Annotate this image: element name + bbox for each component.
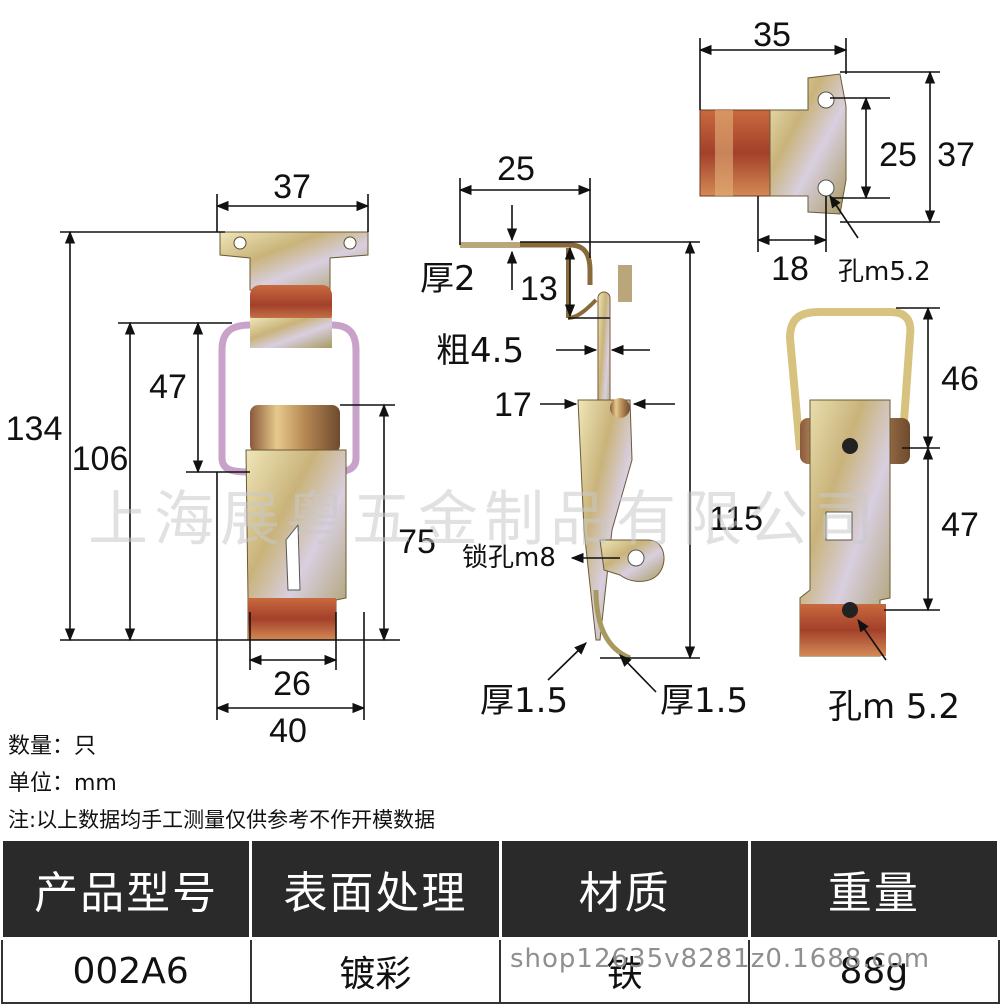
header-model: 产品型号 <box>0 838 253 940</box>
dim-front-75: 75 <box>398 523 436 561</box>
dim-front-37: 37 <box>273 168 311 206</box>
dim-front-40: 40 <box>269 712 307 750</box>
dim-side-thick-4-5: 粗4.5 <box>436 331 524 371</box>
dim-hook-18: 18 <box>771 250 809 288</box>
dim-front-134: 134 <box>6 410 63 448</box>
value-model: 002A6 <box>0 937 252 1004</box>
value-finish: 镀彩 <box>249 937 502 1004</box>
disclaimer-note: 注:以上数据均手工测量仅供参考不作开模数据 <box>8 808 436 832</box>
front-hinge-roll <box>250 405 340 453</box>
hook-view: 35 25 37 18 孔m5.2 <box>698 16 975 288</box>
front-upper-roll <box>250 285 332 325</box>
spec-table: 产品型号 表面处理 材质 重量 002A6 镀彩 铁 88g <box>0 838 1000 1004</box>
technical-drawing: 37 134 106 47 75 26 40 <box>6 16 979 750</box>
spec-value-row: 002A6 镀彩 铁 88g <box>0 937 1000 1004</box>
hook-hole-label: 孔m5.2 <box>838 257 931 287</box>
dim-side-13: 13 <box>520 270 558 308</box>
header-finish: 表面处理 <box>249 838 502 940</box>
value-weight: 88g <box>748 937 1000 1004</box>
quantity-note: 数量：只 <box>8 734 97 759</box>
dim-side-115: 115 <box>709 500 763 538</box>
dim-hook-37: 37 <box>937 136 975 174</box>
dim-front-47: 47 <box>149 368 187 406</box>
front-view: 37 134 106 47 75 26 40 <box>6 168 436 750</box>
latch-view: 46 47 孔m 5.2 <box>785 306 979 727</box>
header-material: 材质 <box>498 838 751 940</box>
dim-side-thickness-2: 厚2 <box>420 259 476 299</box>
side-latch-body <box>577 399 633 641</box>
side-hook-profile <box>460 242 520 248</box>
spec-header-row: 产品型号 表面处理 材质 重量 <box>0 838 1000 940</box>
side-view: 25 厚2 13 粗4.5 17 锁孔m8 115 厚1.5 厚1.5 <box>420 150 763 721</box>
latch-hole-label: 孔m 5.2 <box>828 687 960 727</box>
side-thickness-left: 厚1.5 <box>480 681 568 721</box>
side-thickness-right: 厚1.5 <box>660 681 748 721</box>
dim-side-17: 17 <box>494 386 532 424</box>
dim-side-25: 25 <box>497 150 535 188</box>
hook-curl <box>699 109 771 197</box>
dim-hook-35: 35 <box>753 16 791 54</box>
dim-front-106: 106 <box>72 440 129 478</box>
hook-plate <box>769 73 847 215</box>
shop-url-watermark: shop12635v8281z0.1688.com <box>510 944 931 974</box>
dim-latch-47: 47 <box>941 506 979 544</box>
header-weight: 重量 <box>747 838 1000 940</box>
watermark-text: 上海展粤五金制品有限公司 <box>88 485 880 555</box>
unit-note: 单位：mm <box>8 771 117 796</box>
dim-hook-25: 25 <box>879 136 917 174</box>
notes-block: 数量：只 单位：mm 注:以上数据均手工测量仅供参考不作开模数据 <box>8 728 435 839</box>
dim-front-26: 26 <box>273 665 311 703</box>
latch-wire-loop <box>785 308 915 451</box>
value-material: 铁 <box>498 937 751 1004</box>
lock-hole-label: 锁孔m8 <box>462 543 556 573</box>
dim-latch-46: 46 <box>941 360 979 398</box>
